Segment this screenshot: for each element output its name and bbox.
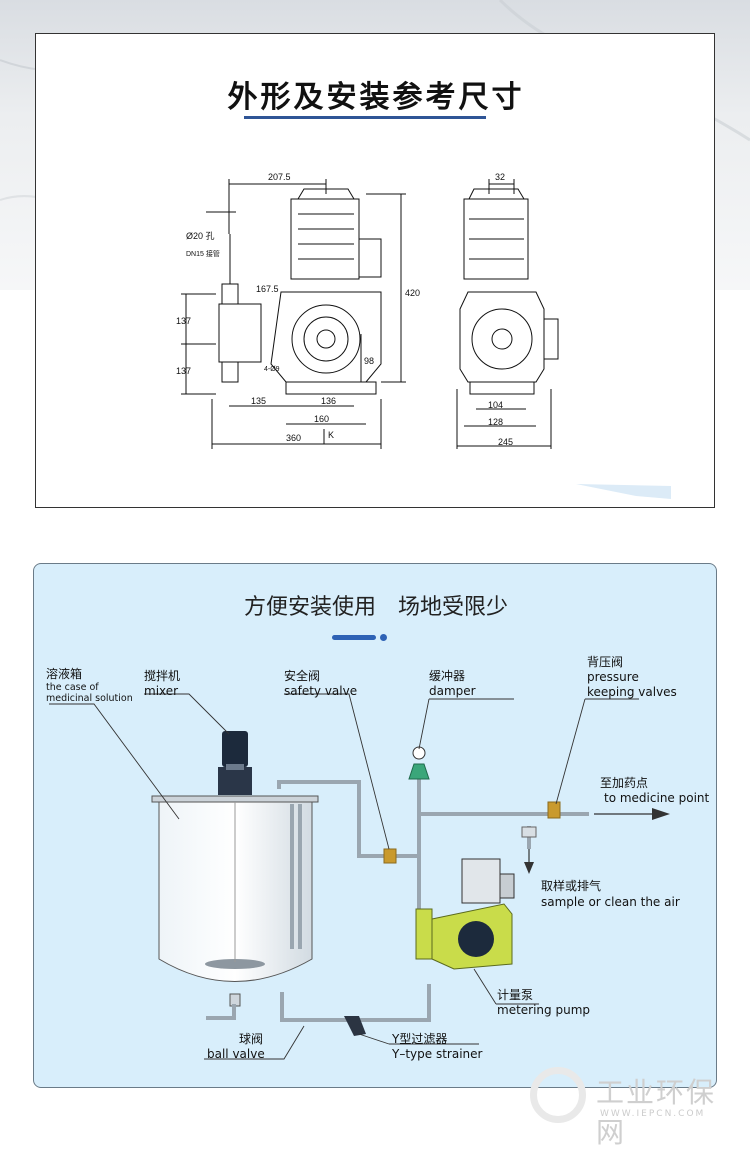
dim-135: 135	[251, 396, 266, 406]
leader-lines	[49, 693, 639, 1060]
pressure-valve	[547, 801, 561, 819]
damper	[408, 746, 430, 780]
metering-pump-label-en: metering pump	[497, 1003, 590, 1017]
dim-137-top: 137	[176, 316, 191, 326]
installation-diagram	[49, 693, 670, 1060]
damper-label-cn: 缓冲器	[429, 669, 466, 683]
installation-panel: 方便安装使用 场地受限少	[33, 563, 717, 1088]
sample-arrowhead	[524, 862, 534, 874]
dim-207-5: 207.5	[268, 172, 291, 182]
dim-137-bottom: 137	[176, 366, 191, 376]
title-underline-dot	[380, 634, 387, 641]
dimensions-title: 外形及安装参考尺寸	[227, 80, 525, 115]
dim-245: 245	[498, 437, 513, 447]
strainer-label-en: Y–type strainer	[392, 1047, 483, 1061]
decorative-swoosh	[576, 484, 671, 499]
sample-label-en: sample or clean the air	[541, 895, 680, 909]
mixer-label-cn: 搅拌机	[144, 669, 181, 683]
dim-420: 420	[405, 288, 420, 298]
pressure-valve-label-en2: keeping valves	[587, 685, 677, 699]
outlet-arrowhead	[652, 808, 670, 820]
mixer-label-en: mixer	[144, 684, 179, 698]
mixer	[218, 731, 252, 795]
safety-valve-label-cn: 安全阀	[284, 669, 321, 683]
tank-label-en2: medicinal solution	[46, 693, 133, 704]
safety-valve-label-en: safety valve	[284, 684, 358, 698]
installation-title: 方便安装使用 场地受限少	[243, 595, 508, 620]
dim-167-5: 167.5	[256, 284, 279, 294]
title-underline	[244, 116, 486, 119]
dim-32: 32	[495, 172, 505, 182]
solution-tank	[151, 795, 319, 1007]
dim-k: K	[328, 430, 334, 440]
tank-label-cn: 溶液箱	[46, 667, 83, 681]
dimensions-panel: 外形及安装参考尺寸	[35, 33, 715, 508]
motor-body	[290, 198, 360, 280]
safety-valve	[383, 848, 397, 864]
dim-4-hole: 4-Ø9	[264, 366, 280, 373]
pressure-valve-label-cn: 背压阀	[587, 655, 624, 669]
ball-valve-label-en: ball valve	[207, 1047, 265, 1061]
dim-160: 160	[314, 414, 329, 424]
tank-label-en1: the case of	[46, 682, 99, 693]
ball-valve-label-cn: 球阀	[239, 1032, 264, 1046]
dim-128: 128	[488, 417, 503, 427]
title-underline-bar	[332, 635, 376, 640]
sample-label-cn: 取样或排气	[541, 879, 602, 893]
dim-136: 136	[321, 396, 336, 406]
dim-hole: Ø20 孔	[186, 231, 215, 241]
metering-pump-label-cn: 计量泵	[497, 988, 534, 1002]
front-motor-body	[463, 198, 529, 280]
metering-pump	[415, 858, 515, 970]
dim-104: 104	[488, 400, 503, 410]
sample-valve	[521, 826, 537, 838]
dim-98: 98	[364, 356, 374, 366]
dim-360: 360	[286, 433, 301, 443]
strainer-label-cn: Y型过滤器	[392, 1032, 448, 1046]
pipeline	[206, 779, 589, 1022]
dimension-drawing: 207.5 Ø20 孔 DN15 接管 137 137 167.5 420 98…	[176, 172, 671, 499]
pressure-valve-label-en1: pressure	[587, 670, 639, 684]
watermark: 工业环保网 WWW.IEPCN.COM	[530, 1065, 745, 1149]
dim-dn15: DN15 接管	[186, 249, 220, 258]
watermark-url: WWW.IEPCN.COM	[600, 1109, 706, 1119]
medicine-point-label-cn: 至加药点	[600, 776, 649, 790]
y-strainer	[344, 1016, 366, 1036]
medicine-point-label-en: to medicine point	[604, 791, 710, 805]
watermark-logo-icon	[530, 1067, 586, 1123]
damper-label-en: damper	[429, 684, 476, 698]
